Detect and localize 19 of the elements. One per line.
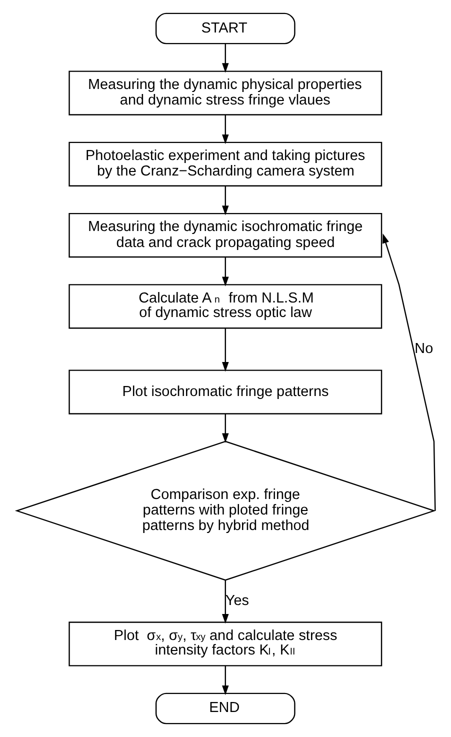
node-box: Photoelastic experiment and taking pictures by the Cranz−Scharding camera system [68, 142, 382, 186]
node-box: Plot isochromatic fringe patterns [68, 370, 382, 414]
arrow [222, 580, 228, 624]
arrow [222, 328, 228, 372]
node-box: Measuring the dynamic physical properties and dynamic stress fringe vlaues [68, 70, 382, 116]
arrow [222, 414, 228, 443]
node-box: Plot σx, σy, τxy and calculate stress intensity factors KI, KII [68, 622, 382, 666]
edge-label: No [414, 340, 433, 357]
node-diamond: Comparison exp. fringe patterns with ploted fringe patterns by hybrid method [14, 440, 436, 581]
node-box: END [154, 692, 295, 724]
arrow [222, 44, 228, 73]
arrow [382, 234, 436, 511]
arrow [222, 114, 228, 144]
arrow [222, 257, 228, 286]
arrow [222, 666, 228, 696]
arrow [222, 186, 228, 216]
edge-label: Yes [224, 592, 248, 609]
node-box: Measuring the dynamic isochromatic fringe data and crack propagating speed [68, 212, 382, 258]
node-box: START [154, 12, 295, 44]
